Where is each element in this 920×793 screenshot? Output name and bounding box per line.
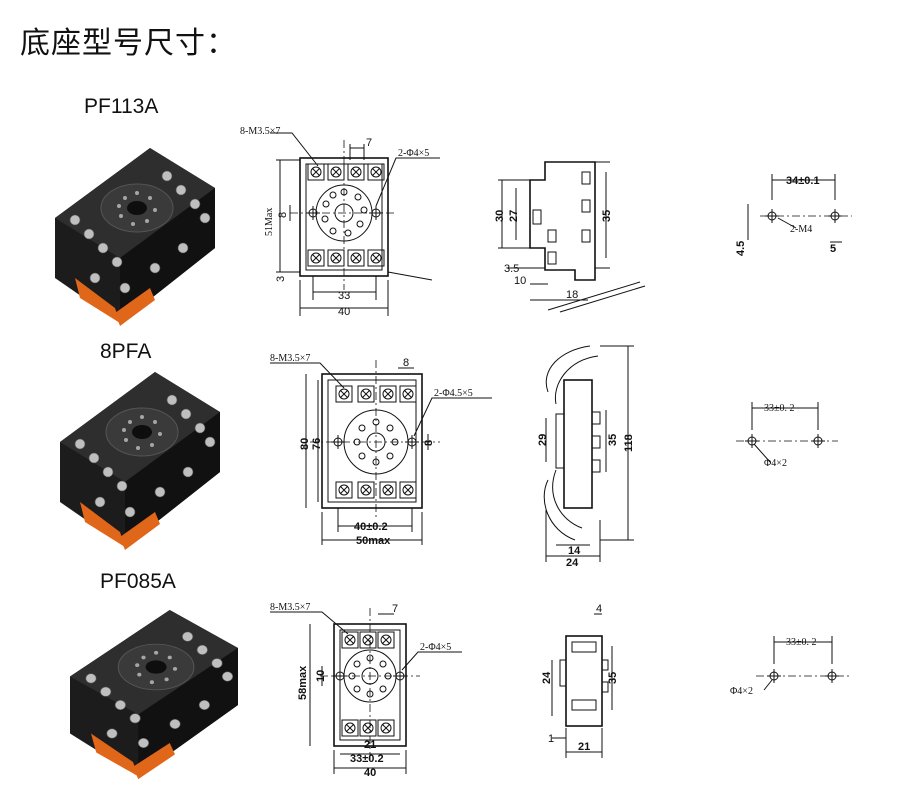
dim-w2-pf085a: 33±0.2 [350,753,384,765]
dim-h2-pf113a: 27 [508,210,520,222]
dim-screw-pf113a-mount: 2-M4 [790,224,812,235]
dim-w1-pf085a: 21 [364,739,376,751]
dim-h1-pf113a: 30 [494,210,506,222]
dim-spacing-pf085a: 33±0. 2 [786,637,817,648]
dim-width-outer-8pfa: 50max [356,535,391,547]
dim-top-pf085a: 4 [596,603,602,615]
dim-pitch-8pfa: 8 [403,357,409,369]
dim-edge-pf113a: 3 [275,276,287,282]
dim-small-8pfa: 8 [423,440,435,446]
dim-screw-8pfa: 8-M3.5×7 [270,353,310,364]
dim-height-pf113a: 51Max [264,208,275,236]
page-title: 底座型号尺寸： [20,26,237,61]
dim-screw-pf085a: 8-M3.5×7 [270,602,310,613]
dim-mount-hole-pf113a: 2-Φ4×5 [398,148,429,159]
dim-pitch-pf113a: 7 [366,137,372,149]
dim-d3-pf113a: 18 [566,289,578,301]
dim-screw-pf113a: 8-M3.5×7 [240,126,280,137]
dim-hole-8pfa: Φ4×2 [764,458,787,469]
dim-h2-pf085a: 35 [607,672,619,684]
mount-view-8pfa: 33±0. 2 Φ4×2 [736,402,838,469]
dim-height-pf085a: 58max [297,665,309,700]
socket-photo-pf113a [54,147,216,327]
dim-d2-pf113a-mount: 5 [830,243,836,255]
dim-small-pf113a: 8 [277,212,289,218]
dim-width-outer-pf113a: 40 [338,306,350,318]
dim-h1-8pfa-side: 29 [537,434,549,446]
front-view-pf085a: 8-M3.5×7 7 2-Φ4×5 58max 10 21 33±0.2 40 [270,602,462,779]
socket-photo-pf085a [69,609,239,780]
model-name-pf085a: PF085A [100,570,176,593]
dim-spacing-8pfa: 33±0. 2 [764,403,795,414]
dim-spacing-pf113a: 34±0.1 [786,175,820,187]
dim-h2-8pfa: 76 [311,438,323,450]
side-view-pf085a: 4 24 35 1 21 [541,603,619,758]
dim-h1-pf085a: 24 [541,671,553,684]
dim-width-inner-pf113a: 33 [338,290,350,302]
socket-photo-8pfa [59,371,221,551]
dim-h3-8pfa-side: 118 [623,434,635,452]
dim-d2-8pfa-side: 24 [566,557,579,569]
model-name-pf113a: PF113A [84,95,159,118]
mount-view-pf113a: 34±0.1 2-M4 4.5 5 [735,174,852,256]
dim-h3-pf113a: 35 [601,210,613,222]
dim-width-inner-8pfa: 40±0.2 [354,521,388,533]
dim-d1-8pfa-side: 14 [568,545,581,557]
dim-mount-hole-pf085a: 2-Φ4×5 [420,642,451,653]
model-name-8pfa: 8PFA [100,340,152,363]
dim-d2-pf113a: 10 [514,275,526,287]
dim-d1-pf113a-mount: 4.5 [735,241,747,256]
dim-h1-8pfa: 80 [299,438,311,450]
dim-small-pf085a: 10 [315,670,327,682]
side-view-pf113a: 30 27 35 3.5 10 18 [494,161,646,313]
mount-view-pf085a: 33±0. 2 Φ4×2 [730,636,850,697]
dim-d1-pf113a: 3.5 [504,263,519,275]
dim-h2-8pfa-side: 35 [607,434,619,446]
dim-pitch-pf085a: 7 [392,603,398,615]
side-view-8pfa: 29 35 118 14 24 [537,345,635,569]
dim-d2-pf085a: 21 [578,741,590,753]
front-view-pf113a: 8-M3.5×7 7 2-Φ4×5 51Max 8 3 33 40 [240,126,440,318]
front-view-8pfa: 8-M3.5×7 8 2-Φ4.5×5 80 76 8 40±0.2 50max [270,353,492,547]
dim-w3-pf085a: 40 [364,767,376,779]
dim-mount-hole-8pfa: 2-Φ4.5×5 [434,388,473,399]
dim-hole-pf085a: Φ4×2 [730,686,753,697]
dim-d1-pf085a: 1 [548,733,554,745]
